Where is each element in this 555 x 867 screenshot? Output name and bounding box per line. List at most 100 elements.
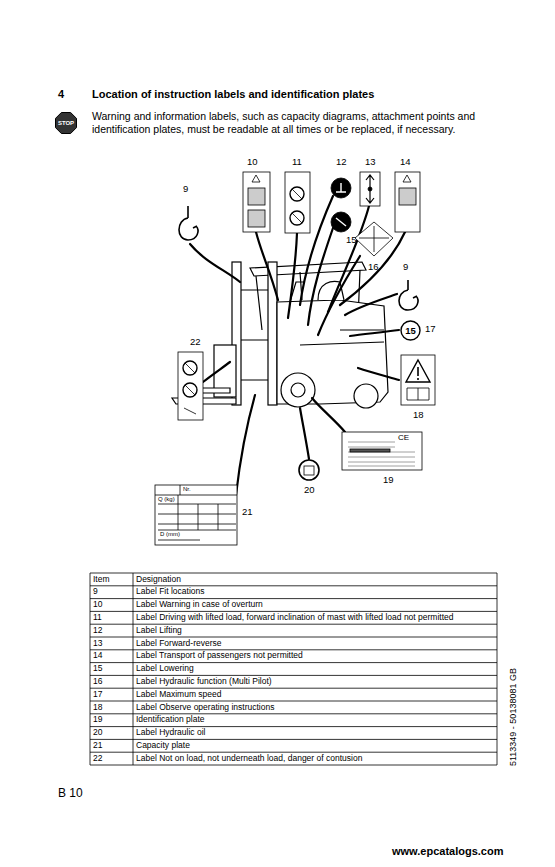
table-cell: Label Lowering xyxy=(136,664,194,674)
callout-number: 9 xyxy=(183,184,188,195)
ce-mark: CE xyxy=(398,433,409,442)
table-cell: Label Hydraulic oil xyxy=(136,728,205,738)
warning-triangle xyxy=(252,175,260,182)
circle-outline xyxy=(401,321,420,340)
lowering-symbol xyxy=(336,218,346,226)
plate-lines xyxy=(348,442,415,466)
identification-plate xyxy=(342,432,422,470)
arrow-symbol xyxy=(366,175,374,203)
capacity-grid xyxy=(155,485,237,540)
table-grid xyxy=(90,573,497,765)
plate-text: Nr. xyxy=(183,486,191,493)
table-cell: Label Hydraulic function (Multi Pilot) xyxy=(136,677,272,687)
hook-symbol xyxy=(399,280,418,310)
pictogram xyxy=(399,188,416,205)
table-cell: 10 xyxy=(93,600,102,610)
table-cell: 9 xyxy=(93,587,98,597)
table-rule xyxy=(90,726,497,727)
callout-number: 19 xyxy=(383,475,394,486)
capacity-plate xyxy=(155,485,237,545)
table-cell: 18 xyxy=(93,703,102,713)
plate-text: Q (kg) xyxy=(158,496,175,503)
plate-bar xyxy=(350,449,390,452)
callout-number: 16 xyxy=(368,262,379,273)
joystick-cross xyxy=(359,226,389,252)
table-rule xyxy=(90,585,497,586)
callout-number: 15 xyxy=(346,235,357,246)
overturn-label xyxy=(243,172,270,232)
table-cell: 21 xyxy=(93,741,102,751)
table-cell: Capacity plate xyxy=(136,741,190,751)
table-cell: 22 xyxy=(93,754,102,764)
table-cell: Label Warning in case of overturn xyxy=(136,600,263,610)
prohibition-bar xyxy=(184,363,196,414)
callout-number: 12 xyxy=(336,157,347,168)
node-text: 15 xyxy=(400,320,421,341)
table-cell: Label Not on load, not underneath load, … xyxy=(136,754,362,764)
callout-number: 21 xyxy=(242,507,253,518)
forward-reverse-label xyxy=(360,172,380,206)
table-cell: Label Observe operating instructions xyxy=(136,703,274,713)
table-rule xyxy=(90,713,497,714)
table-rule xyxy=(90,765,497,766)
warning-triangle xyxy=(406,360,430,382)
table-cell: 15 xyxy=(93,664,102,674)
table-cell: 11 xyxy=(93,613,102,623)
node-text: STOP xyxy=(55,112,77,134)
table-rule xyxy=(133,573,134,765)
mast-crossbar xyxy=(241,290,268,380)
warning-triangle xyxy=(403,175,411,182)
table-cell: 19 xyxy=(93,715,102,725)
table-rule xyxy=(90,675,497,676)
table-rule xyxy=(90,649,497,650)
table-rule xyxy=(90,573,497,574)
lowering-label xyxy=(331,212,351,232)
page-number: B 10 xyxy=(58,787,83,801)
table-rule xyxy=(497,573,498,765)
lifting-symbol xyxy=(336,183,346,192)
callout-number: 11 xyxy=(292,157,302,168)
watermark: www.epcatalogs.com xyxy=(392,845,503,858)
exclamation xyxy=(417,367,419,380)
speed-label: 15 xyxy=(400,320,421,341)
table-cell: 16 xyxy=(93,677,102,687)
pictogram xyxy=(248,210,265,227)
warning-text: Warning and information labels, such as … xyxy=(92,110,502,136)
oil-can-symbol xyxy=(304,466,314,475)
table-rule xyxy=(90,662,497,663)
plate-text: D (mm) xyxy=(160,531,180,538)
wheel-hub xyxy=(291,383,305,397)
table-cell: Label Lifting xyxy=(136,626,182,636)
table-rule xyxy=(90,573,91,765)
table-cell: 14 xyxy=(93,651,102,661)
table-header: Designation xyxy=(136,575,181,585)
prohibition-bar xyxy=(292,189,302,223)
table-rule xyxy=(90,624,497,625)
callout-number: 17 xyxy=(425,324,436,335)
table-cell: Label Driving with lifted load, forward … xyxy=(136,613,454,623)
section-number: 4 xyxy=(58,88,64,101)
stop-sign: STOP xyxy=(55,112,77,134)
hydraulic-oil-label xyxy=(299,460,319,480)
book-symbol xyxy=(407,388,429,400)
table-cell: 17 xyxy=(93,690,102,700)
no-passengers-label xyxy=(395,172,420,232)
table-rule xyxy=(90,598,497,599)
table-cell: Identification plate xyxy=(136,715,205,725)
table-rule xyxy=(90,688,497,689)
table-rule xyxy=(90,752,497,753)
leader-lines xyxy=(190,196,405,495)
pictogram-labels xyxy=(155,172,435,545)
front-wheel xyxy=(281,373,315,407)
operating-instructions-label xyxy=(401,355,435,405)
callout-number: 22 xyxy=(190,337,201,348)
callout-number: 10 xyxy=(247,157,258,168)
danger-label xyxy=(178,352,203,420)
pictogram xyxy=(248,188,265,205)
document-number: 5113349 - 50138081 GB xyxy=(508,668,518,766)
body-line xyxy=(300,330,384,345)
hydraulic-function-label xyxy=(355,222,393,256)
callout-number: 20 xyxy=(304,485,315,496)
table-rule xyxy=(90,637,497,638)
